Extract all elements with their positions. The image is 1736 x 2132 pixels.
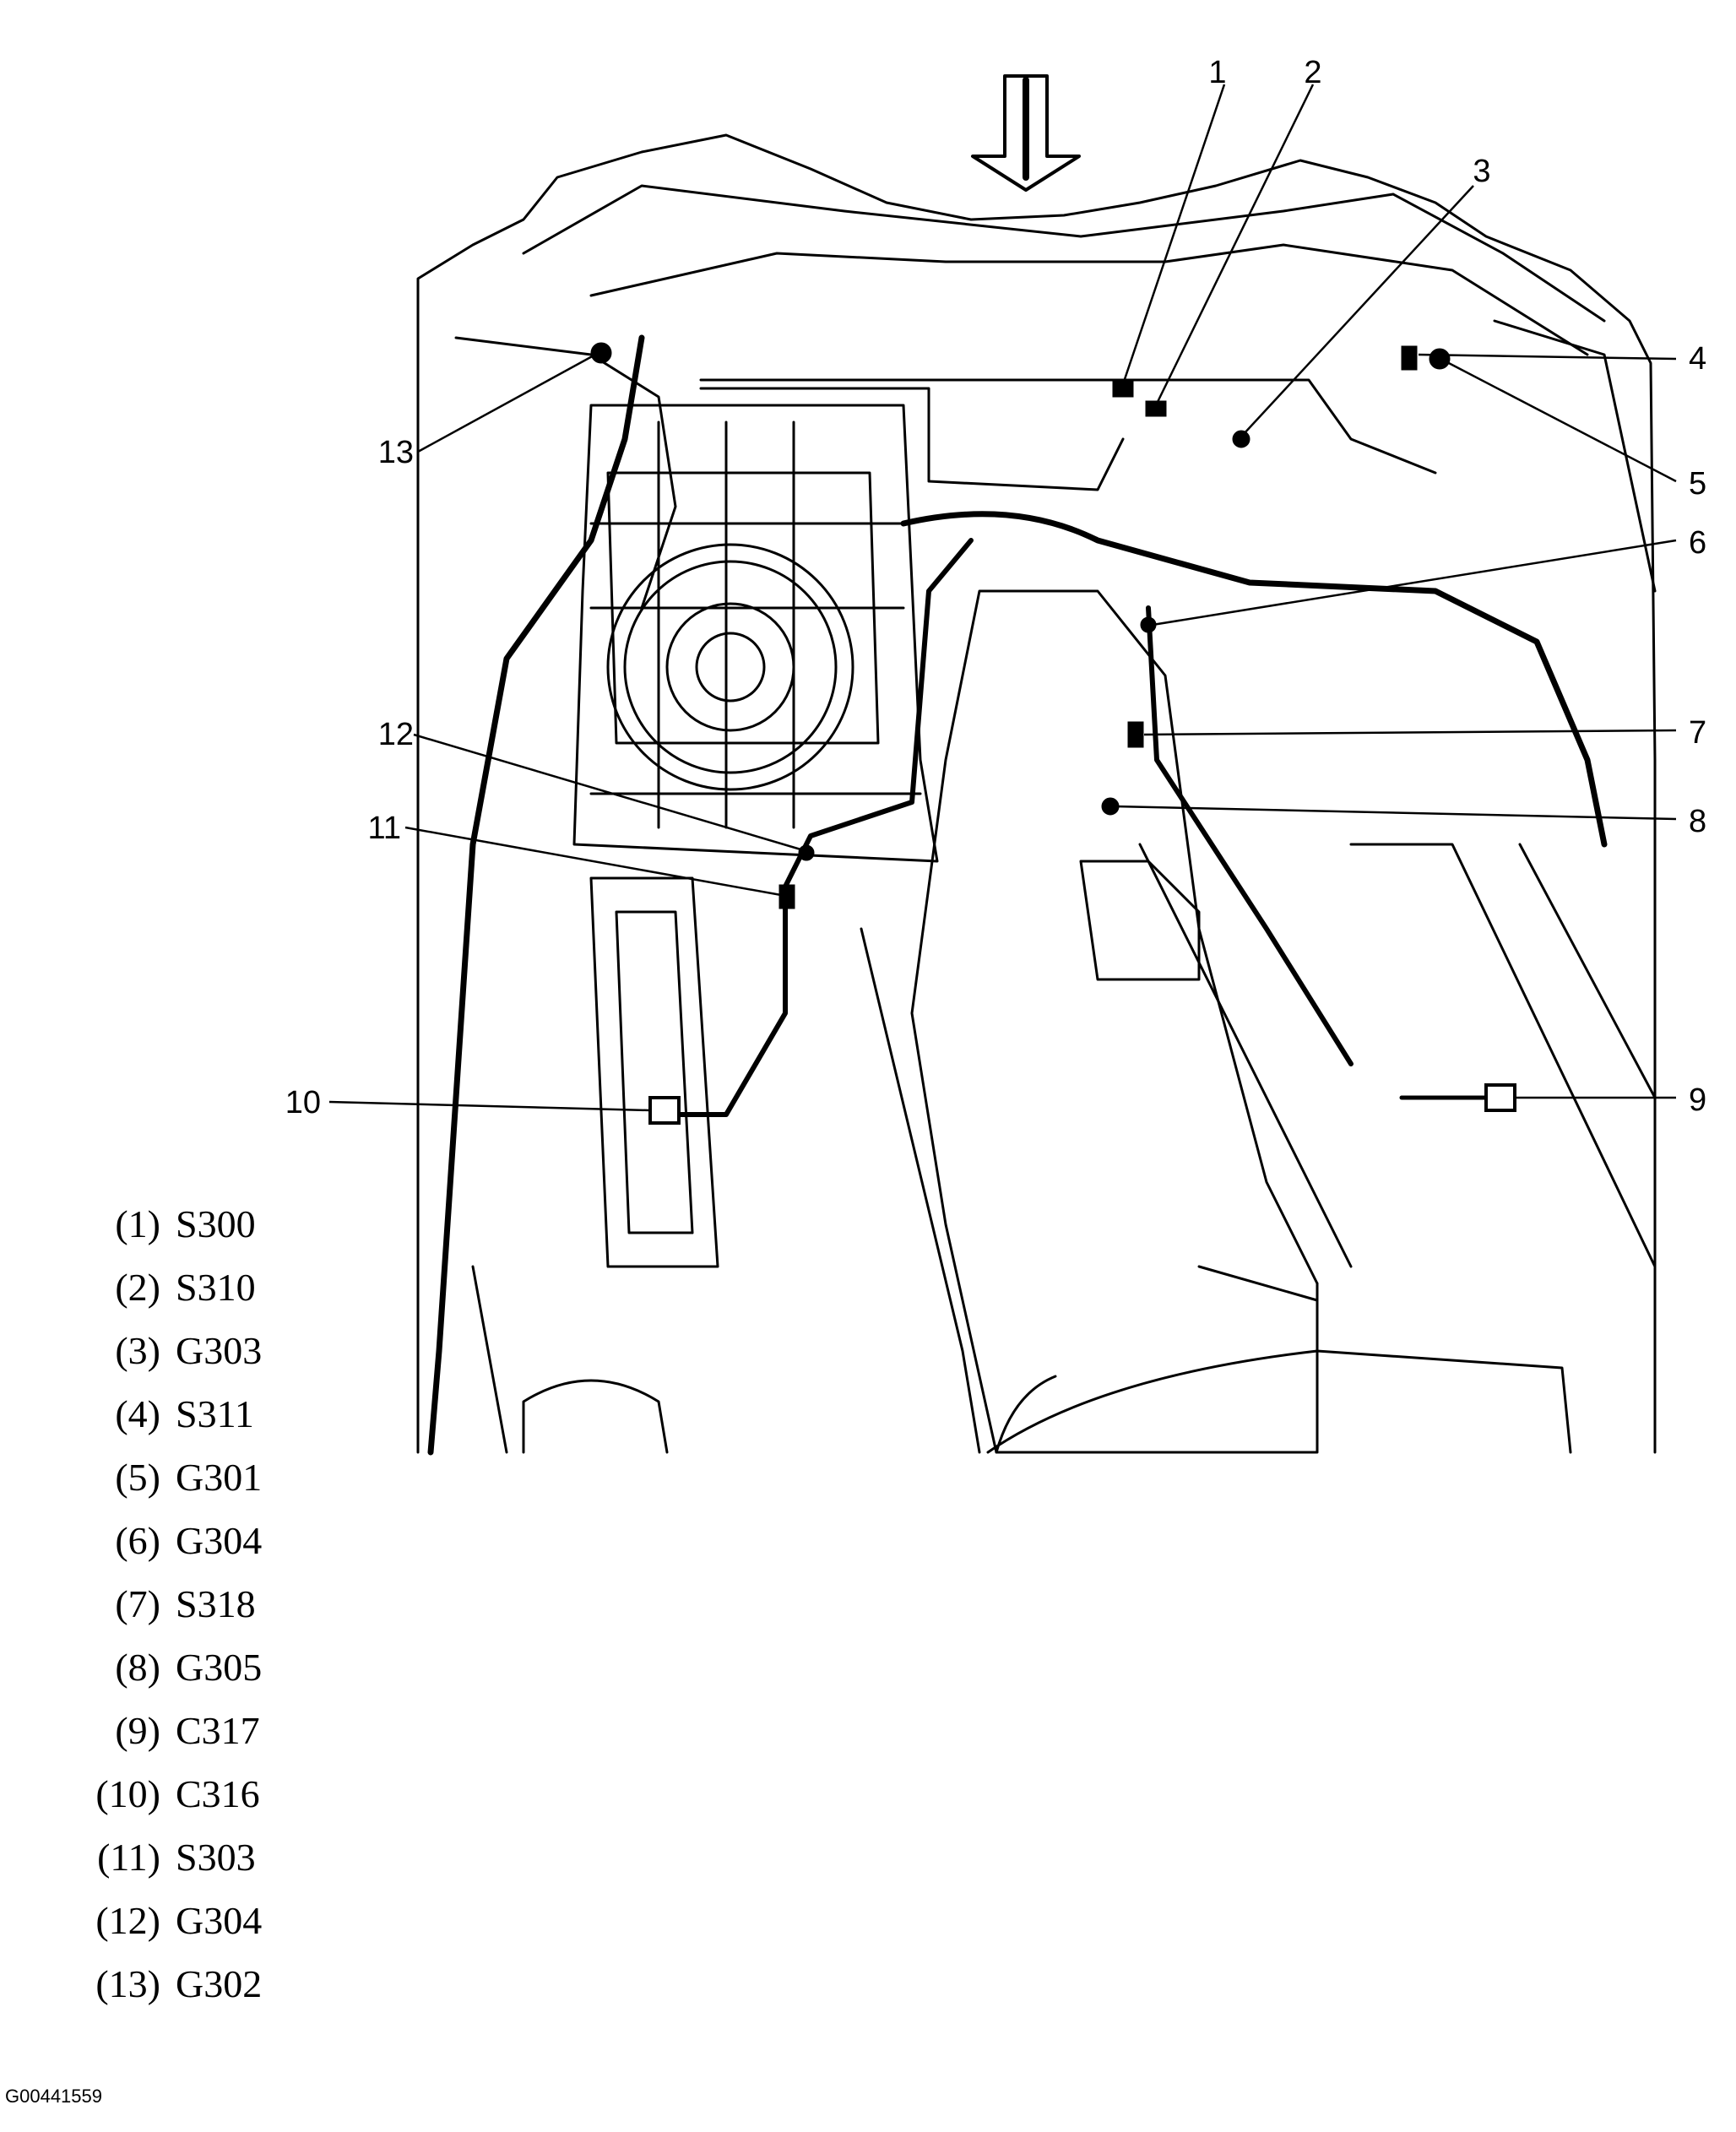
legend-code: G303: [176, 1329, 263, 1372]
spare-wheel-well: [572, 404, 939, 863]
callout-9: 9: [1689, 1082, 1706, 1118]
direction-arrow: [971, 74, 1081, 192]
callout-3: 3: [1473, 154, 1490, 189]
wiring-harness: [427, 334, 645, 1456]
splice-s318-mark: [1127, 721, 1144, 748]
legend-index: (5): [115, 1456, 160, 1499]
legend-index: (4): [115, 1392, 160, 1435]
ground-g304-left-mark: [798, 844, 815, 861]
legend-index: (1): [115, 1202, 160, 1245]
figure-id: G00441559: [5, 2086, 102, 2107]
legend-code: C316: [176, 1772, 260, 1815]
splice-s311-mark: [1401, 345, 1418, 371]
callout-2: 2: [1304, 55, 1321, 90]
callout-5: 5: [1689, 466, 1706, 502]
legend-index: (7): [115, 1582, 160, 1625]
callout-8: 8: [1689, 804, 1706, 839]
legend-row: (13) G302: [68, 1959, 262, 2010]
legend-code: S303: [176, 1836, 256, 1879]
splice-s303-mark: [778, 884, 795, 909]
legend-row: (12) G304: [68, 1896, 262, 1946]
callout-1: 1: [1208, 55, 1226, 90]
ground-g303-mark: [1232, 430, 1250, 448]
legend-row: (7) S318: [68, 1579, 256, 1630]
callout-7: 7: [1689, 715, 1706, 751]
legend-code: S310: [176, 1266, 256, 1309]
connector-c317-mark: [1484, 1083, 1516, 1112]
legend-index: (6): [115, 1519, 160, 1562]
floor-panel-left: [589, 876, 719, 1268]
legend-row: (5) G301: [68, 1452, 262, 1503]
legend-row: (1) S300: [68, 1199, 256, 1250]
legend-code: C317: [176, 1709, 260, 1752]
callout-10: 10: [285, 1085, 321, 1120]
legend-row: (6) G304: [68, 1516, 262, 1566]
legend-index: (11): [97, 1836, 160, 1879]
callout-12: 12: [378, 717, 414, 752]
legend-index: (8): [115, 1646, 160, 1689]
legend-code: G304: [176, 1519, 263, 1562]
legend-row: (9) C317: [68, 1706, 260, 1756]
callout-leaders: [328, 84, 1677, 1112]
legend-code: S311: [176, 1392, 254, 1435]
callout-4: 4: [1689, 341, 1706, 377]
ground-g302-mark: [590, 342, 612, 364]
callout-13: 13: [378, 435, 414, 470]
legend-row: (10) C316: [68, 1769, 260, 1820]
callout-6: 6: [1689, 525, 1706, 561]
legend-row: (8) G305: [68, 1642, 262, 1693]
legend-row: (4) S311: [68, 1389, 254, 1440]
legend-index: (3): [115, 1329, 160, 1372]
legend-index: (9): [115, 1709, 160, 1752]
legend-row: (3) G303: [68, 1326, 262, 1376]
legend-index: (2): [115, 1266, 160, 1309]
legend-code: G302: [176, 1962, 263, 2005]
splice-s310-mark: [1145, 400, 1167, 417]
connector-c316-mark: [648, 1096, 681, 1125]
callout-numbers: 1 2 3 4 5 6 7 8 9 10 11 12 13: [285, 55, 1706, 1120]
ground-g301-mark: [1429, 348, 1451, 370]
legend-code: G304: [176, 1899, 263, 1942]
rear-body-outline: [416, 133, 1657, 1454]
legend-row: (11) S303: [68, 1832, 256, 1883]
callout-11: 11: [368, 811, 401, 846]
legend-row: (2) S310: [68, 1262, 256, 1313]
legend-code: S318: [176, 1582, 256, 1625]
legend-code: G305: [176, 1646, 263, 1689]
floor-panel-right: [1349, 843, 1657, 1353]
legend-index: (12): [95, 1899, 160, 1942]
legend-code: S300: [176, 1202, 256, 1245]
center-tunnel: [910, 589, 1319, 1454]
legend-code: G301: [176, 1456, 263, 1499]
legend-index: (13): [95, 1962, 160, 2005]
legend-index: (10): [95, 1772, 160, 1815]
vehicle-body-drawing: [416, 74, 1657, 1456]
component-marks: [590, 342, 1516, 1125]
